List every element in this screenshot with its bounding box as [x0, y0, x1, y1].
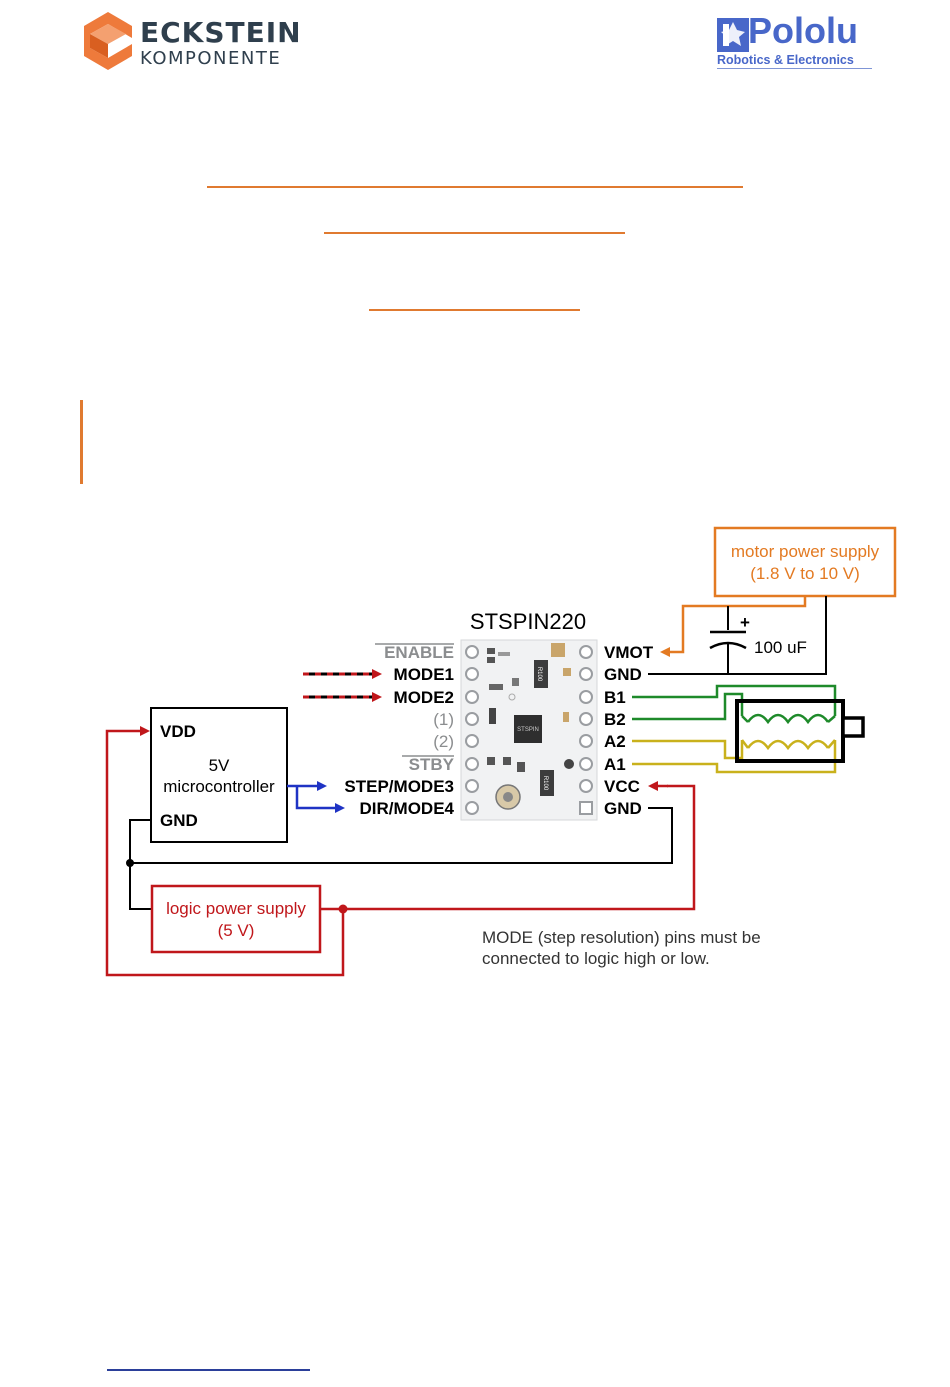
pin-b1: B1	[604, 688, 626, 707]
logic-supply-line1: logic power supply	[166, 899, 306, 918]
vdd-wire	[105, 729, 345, 977]
pin-nc-1: (1)	[433, 710, 454, 729]
title-rule-1	[207, 186, 743, 188]
title-rule-2	[324, 232, 625, 234]
dir-arrow-icon	[335, 803, 345, 813]
title-rule-3	[369, 309, 580, 311]
pin-dir-mode4: DIR/MODE4	[360, 799, 455, 818]
pin-vcc: VCC	[604, 777, 640, 796]
pololu-logo: Pololu Robotics & Electronics	[714, 10, 874, 72]
chip-resistor-2: R100	[542, 776, 548, 791]
vmot-wire	[667, 596, 807, 654]
eckstein-logo: ECKSTEIN KOMPONENTE	[80, 12, 301, 70]
coil-a	[746, 739, 830, 751]
mcu-vdd: VDD	[160, 722, 196, 741]
pololu-subtitle: Robotics & Electronics	[717, 53, 872, 69]
pololu-logo-mark-icon	[717, 18, 749, 52]
mode2-arrow-icon	[372, 692, 382, 702]
coil-b	[746, 713, 830, 725]
stepper-motor	[735, 699, 845, 763]
chip-ic-label: STSPIN	[517, 727, 539, 733]
capacitor-plus: +	[740, 613, 750, 632]
chip-resistor-1: R100	[536, 667, 542, 682]
pin-step-mode3: STEP/MODE3	[344, 777, 454, 796]
wire-a2	[632, 739, 744, 760]
footer-link-rule	[107, 1369, 310, 1371]
wire-b1	[632, 684, 837, 716]
right-pad-column	[579, 645, 593, 815]
motor-supply-line1: motor power supply	[731, 542, 880, 561]
mcu-name: microcontroller	[163, 777, 275, 796]
pin-mode2: MODE2	[394, 688, 454, 707]
motor-supply-box	[713, 526, 897, 598]
step-arrow-icon	[317, 781, 327, 791]
pin-nc-2: (2)	[433, 732, 454, 751]
eckstein-name: ECKSTEIN	[140, 16, 302, 49]
logic-supply-line2: (5 V)	[218, 921, 255, 940]
pin-mode1: MODE1	[394, 665, 454, 684]
pololu-name: Pololu	[748, 10, 858, 51]
mcu-gnd: GND	[160, 811, 198, 830]
pin-a2: A2	[604, 732, 626, 751]
eckstein-subtitle: KOMPONENTE	[140, 48, 282, 69]
capacitor-label: 100 uF	[754, 638, 807, 657]
mcu-5v: 5V	[209, 756, 230, 775]
pin-stby: STBY	[409, 755, 455, 774]
pin-enable: ENABLE	[384, 643, 454, 662]
pin-a1: A1	[604, 755, 626, 774]
vmot-arrow-icon	[660, 647, 670, 657]
board-components: R100 STSPIN R100	[487, 643, 574, 810]
microcontroller-box	[150, 707, 288, 843]
eckstein-logo-mark-icon	[84, 12, 132, 70]
mode-note-line2: connected to logic high or low.	[482, 949, 710, 968]
left-pad-column	[465, 645, 479, 815]
motor-supply-line2: (1.8 V to 10 V)	[750, 564, 860, 583]
section-accent-bar	[80, 400, 83, 484]
motor-shaft	[841, 716, 865, 738]
vcc-wire	[320, 784, 696, 911]
mode-note-line1: MODE (step resolution) pins must be	[482, 928, 761, 947]
motor-gnd-wire	[648, 596, 827, 675]
mode-inputs	[303, 669, 382, 702]
mode1-arrow-icon	[372, 669, 382, 679]
pin-gnd-logic: GND	[604, 799, 642, 818]
gnd-wire	[130, 807, 673, 864]
logic-supply-box	[150, 884, 322, 954]
pin-gnd-motor: GND	[604, 665, 642, 684]
vdd-arrow-icon	[140, 726, 150, 736]
board-title: STSPIN220	[470, 609, 586, 634]
pin-b2: B2	[604, 710, 626, 729]
pin-vmot: VMOT	[604, 643, 654, 662]
vcc-arrow-icon	[648, 781, 658, 791]
